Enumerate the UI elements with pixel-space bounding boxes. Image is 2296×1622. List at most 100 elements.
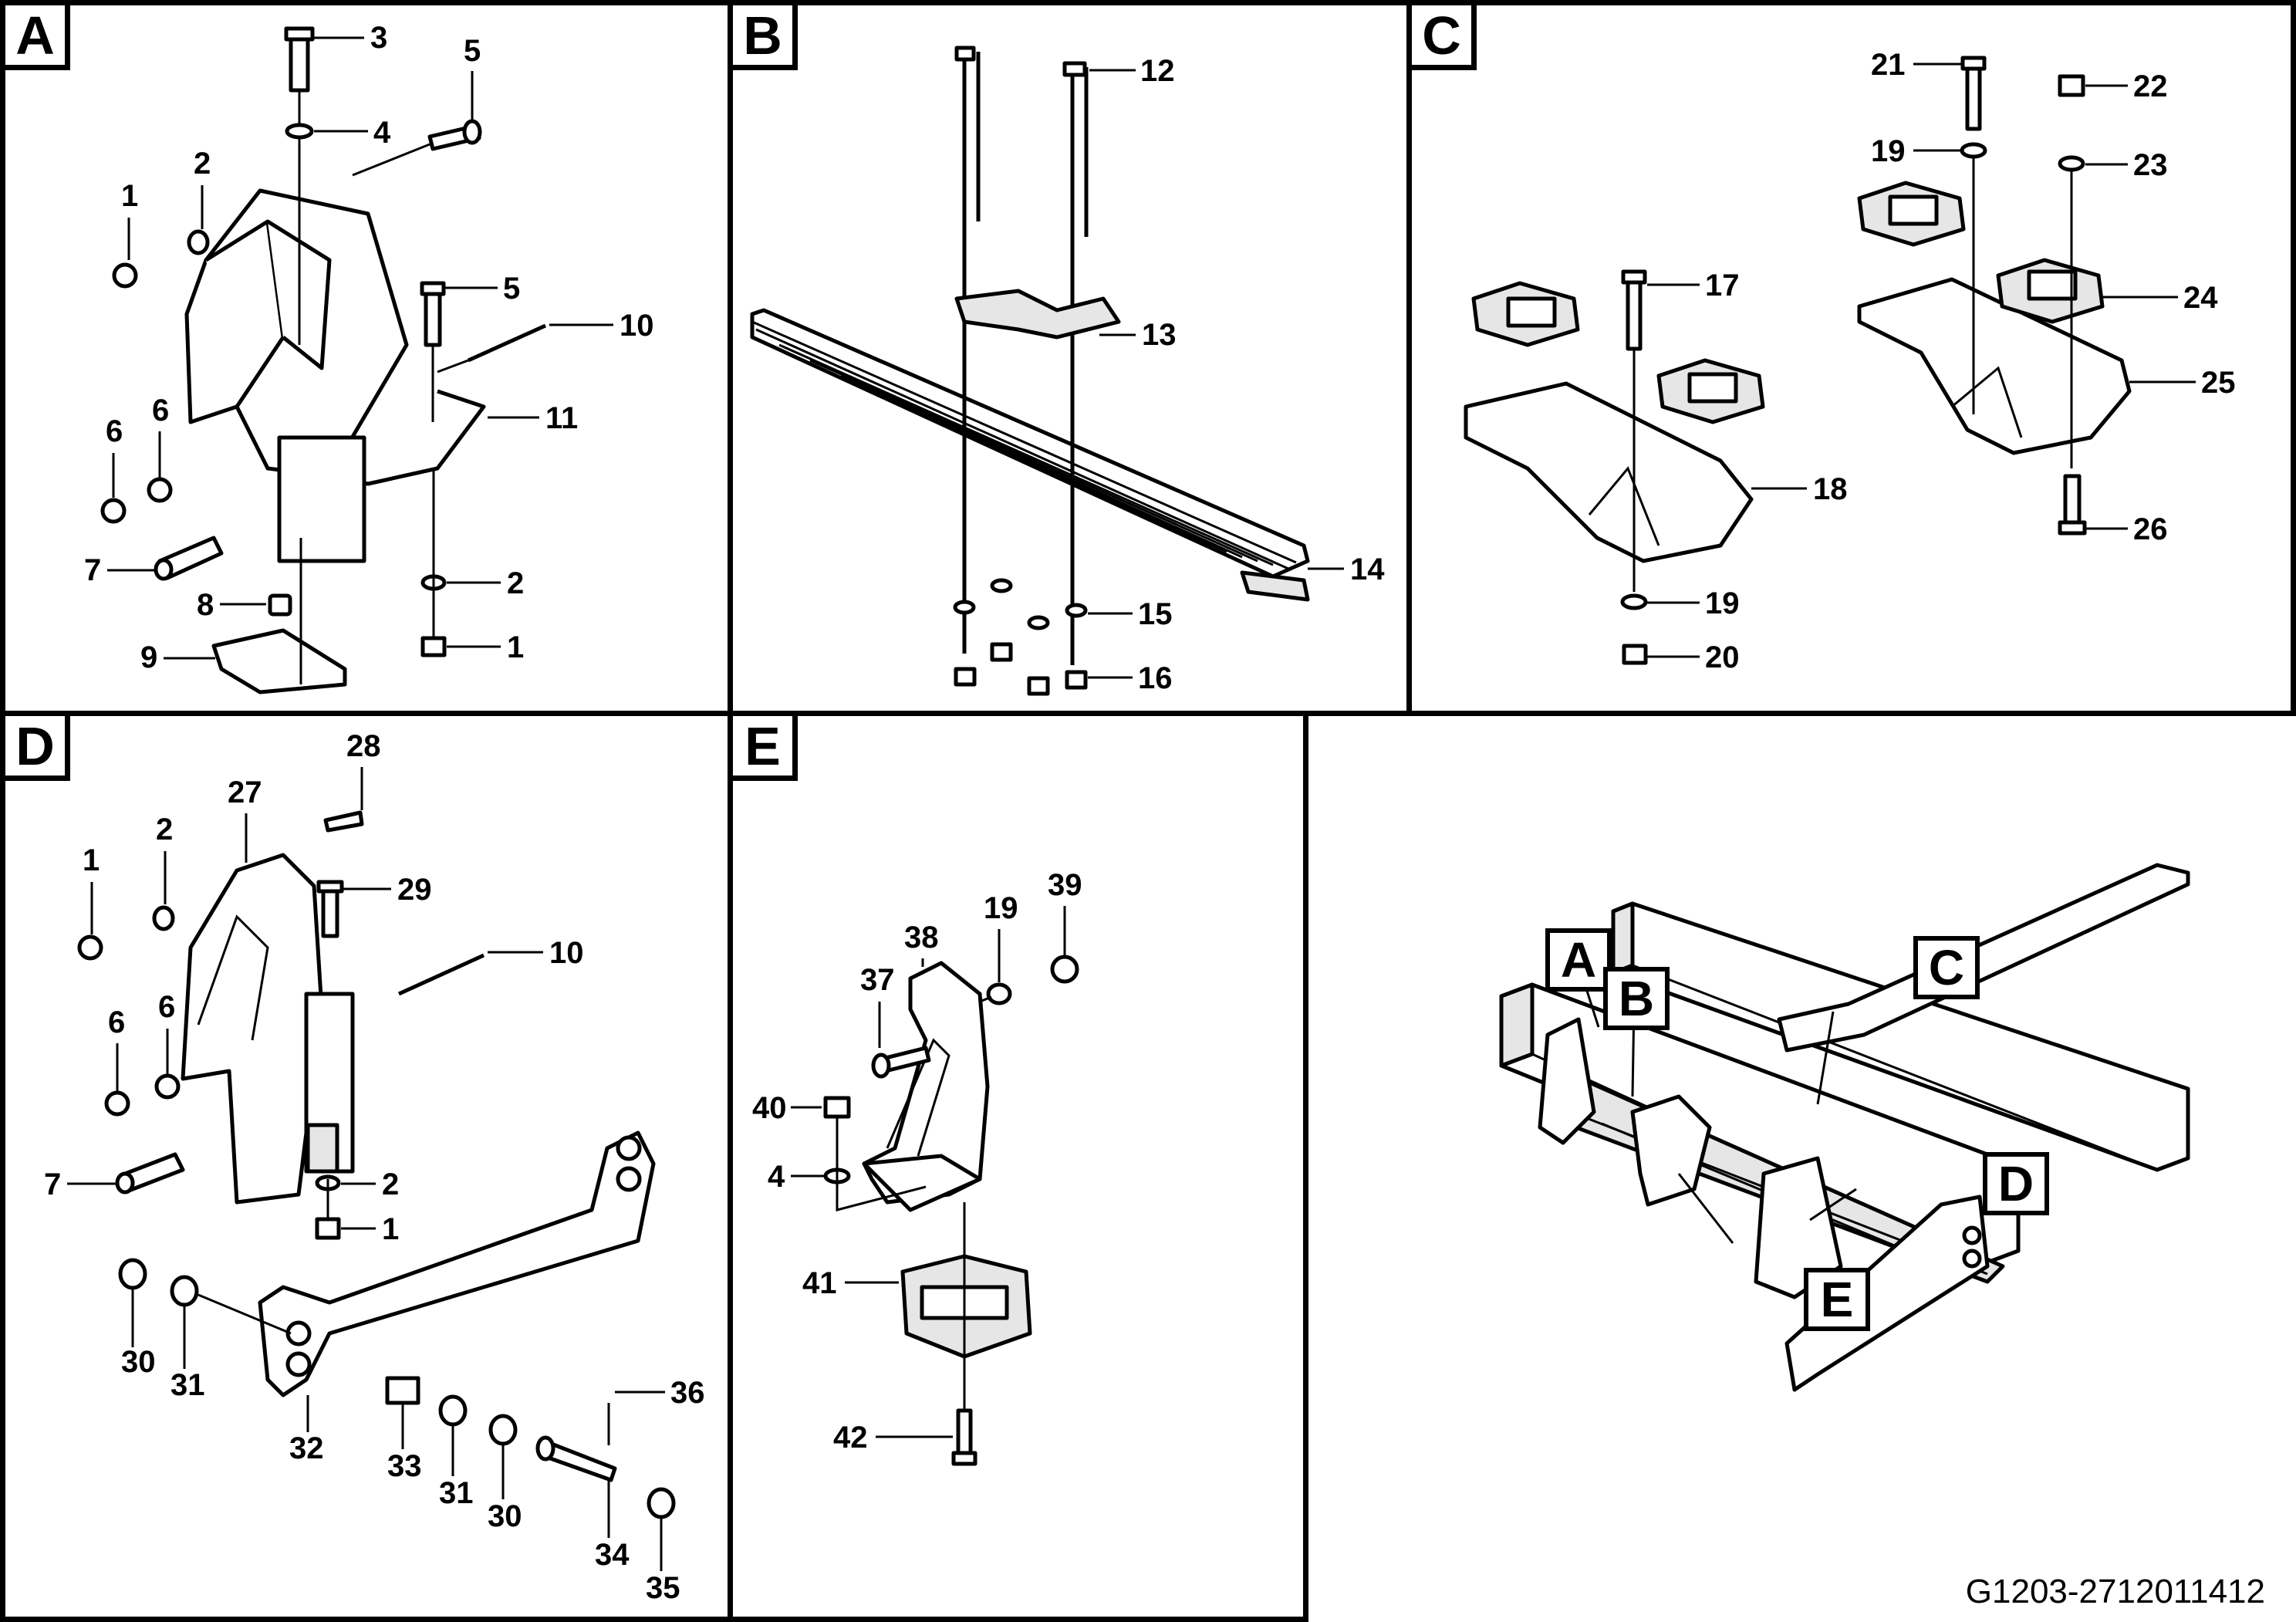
callout-a-4: 4	[373, 116, 391, 150]
leaf-spring	[750, 308, 1310, 579]
reference-code: G1203-2712011412	[1965, 1573, 2265, 1610]
panel-c-drawing: 17 18 19 20 21 19 22 23 24 25 26	[1464, 48, 2236, 674]
bolt-28	[323, 810, 364, 833]
callout-b-16: 16	[1138, 661, 1173, 695]
callout-d-2: 2	[156, 813, 173, 846]
callout-c-19b: 19	[1871, 134, 1906, 168]
bushing-31	[170, 1275, 199, 1307]
callout-e-39: 39	[1048, 868, 1082, 902]
bolt-5-right	[424, 289, 442, 347]
nut-6b-d	[154, 1073, 181, 1100]
callout-a-7: 7	[84, 553, 101, 587]
nut-1-bottom	[420, 636, 447, 657]
callout-c-22: 22	[2133, 69, 2168, 103]
nut-40	[823, 1096, 851, 1119]
chassis-overview-drawing	[1499, 863, 2190, 1392]
cap-8	[268, 593, 292, 617]
callout-d-30: 30	[121, 1345, 156, 1379]
bump-stop-mid	[1656, 358, 1765, 424]
bolt-3	[289, 34, 310, 93]
callout-a-2: 2	[194, 147, 211, 181]
callout-a-6a: 6	[106, 414, 123, 448]
callout-a-6b: 6	[152, 394, 169, 427]
bump-stop-bracket-25	[1857, 277, 2132, 455]
panel-c-tag: C	[1412, 5, 1477, 70]
callout-d-1: 1	[83, 843, 100, 877]
bushing-30	[118, 1258, 147, 1290]
bump-stop-left	[1471, 281, 1580, 347]
callout-a-5b: 5	[503, 272, 520, 306]
bolt-10-d	[397, 953, 485, 996]
callout-a-3: 3	[370, 21, 387, 55]
washer-19	[1620, 593, 1648, 610]
callout-a-9: 9	[140, 640, 157, 674]
bracket-38	[862, 961, 990, 1205]
bushing-33	[385, 1376, 420, 1405]
shackle-overview	[1784, 1195, 1990, 1392]
crossmember	[1777, 863, 2190, 1053]
nut-1	[112, 262, 138, 289]
panel-b-tag: B	[733, 5, 798, 70]
callout-c-20: 20	[1705, 640, 1740, 674]
callout-d-28: 28	[346, 729, 381, 763]
washer-19-e	[986, 982, 1012, 1005]
bump-stop-right-a	[1857, 181, 1966, 247]
bushing-31b	[438, 1394, 468, 1427]
callout-d-1b: 1	[382, 1212, 399, 1246]
plate-9	[211, 628, 347, 694]
callout-a-8: 8	[197, 588, 214, 622]
callout-d-30b: 30	[488, 1499, 522, 1533]
callout-c-17: 17	[1705, 269, 1740, 302]
clamp-plate-13	[954, 289, 1121, 340]
overview-tag-a: A	[1545, 928, 1612, 992]
panel-e-drawing: 37 38 19 39 40 4 41 42	[752, 868, 1082, 1466]
nut-22	[2058, 74, 2085, 97]
nut-20	[1622, 644, 1648, 665]
washer-2-d	[152, 905, 175, 931]
callout-d-6b: 6	[158, 990, 175, 1024]
callout-c-23: 23	[2133, 148, 2168, 182]
panel-d-tag: D	[5, 716, 70, 781]
callout-a-1: 1	[121, 179, 138, 213]
callout-e-40: 40	[752, 1091, 787, 1125]
bracket-block	[277, 435, 366, 563]
overview-tag-d: D	[1983, 1152, 2049, 1215]
bolt-42	[956, 1408, 973, 1459]
callout-b-12: 12	[1140, 54, 1175, 88]
panel-b-drawing: 12 13 14 15 16	[750, 46, 1385, 696]
overview-tag-b: B	[1603, 967, 1670, 1030]
callout-a-2b: 2	[507, 566, 524, 600]
nut-39	[1050, 955, 1079, 984]
callout-d-7: 7	[44, 1168, 61, 1201]
panel-c: C	[1406, 0, 2296, 716]
callout-e-42: 42	[833, 1421, 868, 1455]
panel-a-tag: A	[5, 5, 70, 70]
callout-a-5: 5	[464, 34, 481, 68]
callout-c-18: 18	[1813, 472, 1848, 506]
panel-b: B 12 13 14 15	[728, 0, 1412, 716]
callout-c-24: 24	[2183, 281, 2218, 315]
bolt-10	[467, 323, 547, 363]
nut-16a	[954, 667, 977, 687]
washer-35	[647, 1487, 676, 1519]
nut-6a-d	[104, 1090, 130, 1117]
washer-19-top	[1960, 142, 1987, 159]
callout-b-14: 14	[1350, 552, 1385, 586]
bump-stop-right-b	[1996, 258, 2105, 324]
callout-d-36: 36	[670, 1376, 705, 1410]
callout-a-10: 10	[620, 309, 654, 343]
bolt-21	[1965, 65, 1982, 131]
callout-c-19: 19	[1705, 586, 1740, 620]
callout-d-10: 10	[549, 936, 584, 970]
nut-6a	[100, 498, 127, 524]
panel-e: E 37 38 19 39 40 4 41	[728, 711, 1308, 1622]
callout-e-38: 38	[904, 921, 939, 955]
nut-1-d	[77, 934, 103, 961]
callout-e-19: 19	[984, 891, 1018, 925]
overview-area: A B C D E	[1308, 711, 2296, 1622]
shackle-arm-32	[258, 1130, 656, 1397]
panel-a-drawing: 1 2 3 4 5 5 6 6 7 8 9 10 11 2 1	[84, 21, 654, 694]
callout-c-21: 21	[1871, 48, 1906, 82]
callout-d-35: 35	[646, 1571, 680, 1605]
callout-d-32: 32	[289, 1431, 324, 1465]
